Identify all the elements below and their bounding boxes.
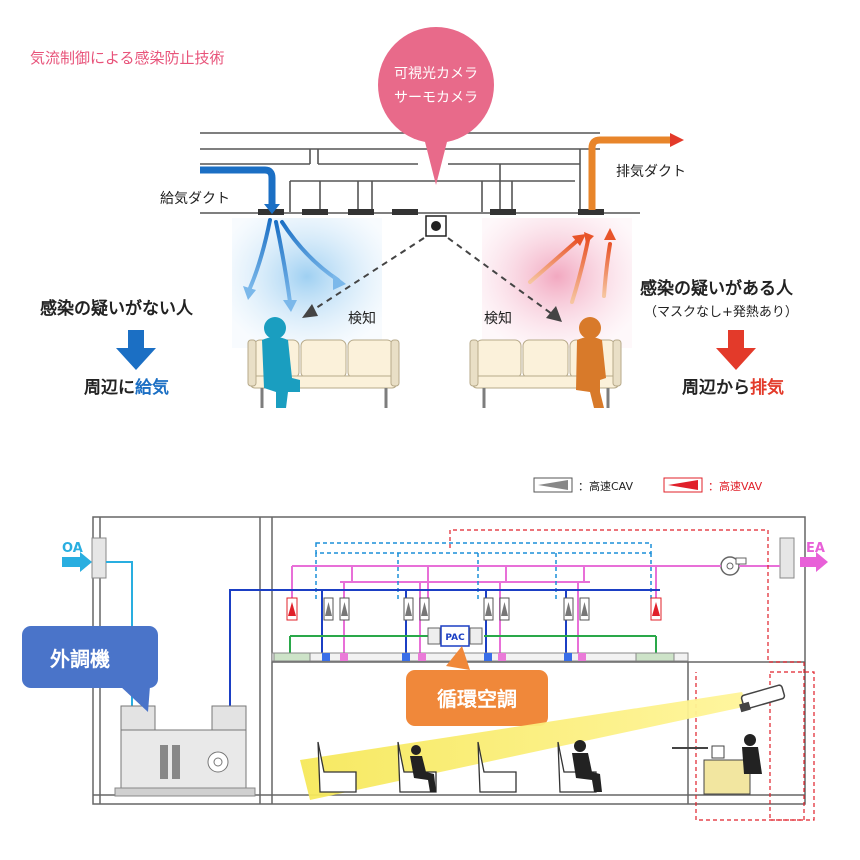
ceiling-diffusers-bottom — [271, 652, 689, 662]
person-suspected — [576, 317, 606, 408]
camera-callout: 可視光カメラ サーモカメラ — [378, 27, 494, 185]
legend: ：高速CAV ：高速VAV — [533, 477, 763, 493]
ea-label: EA — [806, 541, 825, 556]
cav-dampers — [323, 597, 590, 621]
exhaust-down-arrow — [716, 330, 756, 370]
left-heading: 感染の疑いがない人 — [40, 298, 194, 319]
supply-duct-label: 給気ダクト — [160, 191, 230, 207]
detect-arrowhead-right — [546, 306, 562, 322]
supply-airflow-arrows — [248, 218, 340, 304]
circulation-duct — [289, 635, 657, 656]
cav-symbol-icon — [538, 480, 568, 490]
ahu-label: 外調機 — [50, 647, 110, 671]
reception-desk — [672, 745, 751, 795]
camera-label-thermo: サーモカメラ — [394, 90, 478, 106]
camera-icon — [425, 215, 447, 237]
supply-arrowheads — [243, 274, 346, 312]
ahu-callout: 外調機 — [22, 626, 158, 712]
pac-unit: PAC — [427, 625, 483, 647]
right-heading: 感染の疑いがある人 — [640, 278, 794, 299]
vav-dampers — [286, 597, 662, 621]
oa-louver — [91, 537, 107, 579]
exhaust-airflow-arrows — [528, 238, 612, 304]
return-duct-dashed — [315, 542, 652, 600]
pac-label: PAC — [445, 633, 465, 643]
detect-label-right: 検知 — [484, 310, 512, 327]
ea-arrow — [800, 552, 828, 572]
exhaust-duct-magenta — [291, 565, 780, 658]
vav-zone-dashed — [449, 529, 815, 821]
exhaust-arrowheads — [572, 228, 616, 246]
legend-cav: ：高速CAV — [578, 479, 634, 493]
staff-person — [742, 734, 762, 774]
monitor-camera-icon — [739, 684, 786, 713]
person-healthy — [262, 317, 300, 408]
circulation-callout: 循環空調 — [406, 646, 548, 726]
supply-glow — [232, 218, 382, 348]
vav-symbol-icon — [668, 480, 698, 490]
ea-louver — [779, 537, 795, 579]
oa-label: OA — [62, 541, 83, 556]
camera-label-visible: 可視光カメラ — [394, 66, 478, 82]
detection-arrows — [309, 237, 553, 315]
detect-arrowhead-left — [302, 304, 318, 318]
left-result: 周辺に給気 — [84, 377, 169, 398]
legend-vav: ：高速VAV — [708, 479, 763, 493]
supply-duct-arrow — [200, 166, 280, 214]
exhaust-duct-arrow — [588, 133, 684, 210]
detect-label-left: 検知 — [348, 310, 376, 327]
seated-person-2 — [572, 740, 602, 792]
supply-down-arrow — [116, 330, 156, 370]
circulation-label: 循環空調 — [437, 687, 517, 711]
ceiling-diffusers — [258, 209, 604, 215]
exhaust-duct-label: 排気ダクト — [616, 164, 686, 180]
air-handling-unit — [114, 705, 256, 797]
right-result: 周辺から排気 — [682, 377, 784, 398]
oa-arrow — [62, 552, 92, 572]
right-subheading: （マスクなし+発熱あり） — [644, 305, 798, 320]
seated-person-1 — [410, 745, 436, 792]
top-title: 気流制御による感染防止技術 — [30, 49, 225, 67]
